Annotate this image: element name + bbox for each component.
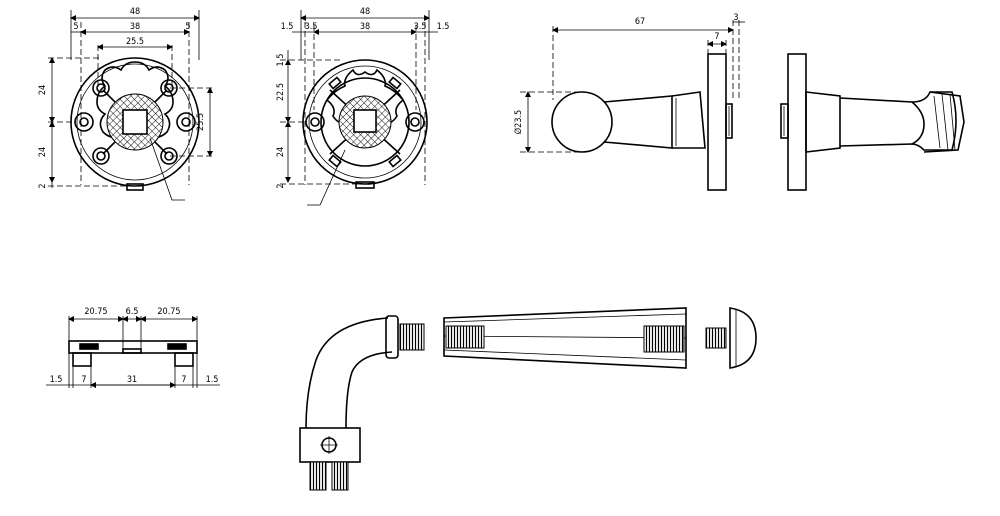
dim-left-step: 3.5: [305, 22, 318, 32]
dim-bottom-gap: 2: [276, 183, 286, 188]
dim-overall-width: 48: [360, 7, 370, 17]
dim-right-edge: 1.5: [437, 22, 450, 32]
side-view-knob-lever: [520, 20, 745, 191]
dim-left-span: 20.75: [84, 307, 107, 317]
dim-side-height: 25.5: [196, 113, 206, 131]
dim-right-step: 3.5: [414, 22, 427, 32]
dim-knob-diameter: Ø23.5: [513, 110, 524, 134]
plate-view: [46, 316, 220, 388]
dim-rose-thickness: 7: [714, 32, 719, 42]
side-view-lever: [780, 53, 965, 191]
dim-upper-height: 22.5: [276, 83, 286, 101]
dim-left-edge: 1.5: [50, 375, 63, 385]
dim-right-offset: 5: [185, 22, 190, 32]
dim-left-edge: 1.5: [281, 22, 294, 32]
exploded-lever-assembly: [299, 307, 757, 491]
dim-left-foot: 7: [81, 375, 86, 385]
front-view-left: [48, 10, 214, 201]
dim-end-gap: 3: [733, 13, 738, 23]
dim-right-foot: 7: [181, 375, 186, 385]
dim-right-span: 20.75: [157, 307, 180, 317]
dim-middle: 31: [127, 375, 137, 385]
dim-inner-width: 38: [360, 22, 370, 32]
dim-overall-width: 48: [130, 7, 140, 17]
dim-right-edge: 1.5: [206, 375, 219, 385]
front-view-right: [280, 10, 438, 206]
dim-inner-width: 38: [130, 22, 140, 32]
dim-square-width: 25.5: [126, 37, 144, 47]
dim-left-offset: 5: [73, 22, 78, 32]
dim-center-span: 6.5: [126, 307, 139, 317]
dim-length: 67: [635, 17, 645, 27]
dim-lower-height: 24: [38, 147, 48, 157]
dim-lower-height: 24: [276, 147, 286, 157]
dim-bottom-gap: 2: [38, 183, 48, 188]
dim-top-gap: 1.5: [276, 54, 286, 67]
dim-upper-height: 24: [38, 85, 48, 95]
